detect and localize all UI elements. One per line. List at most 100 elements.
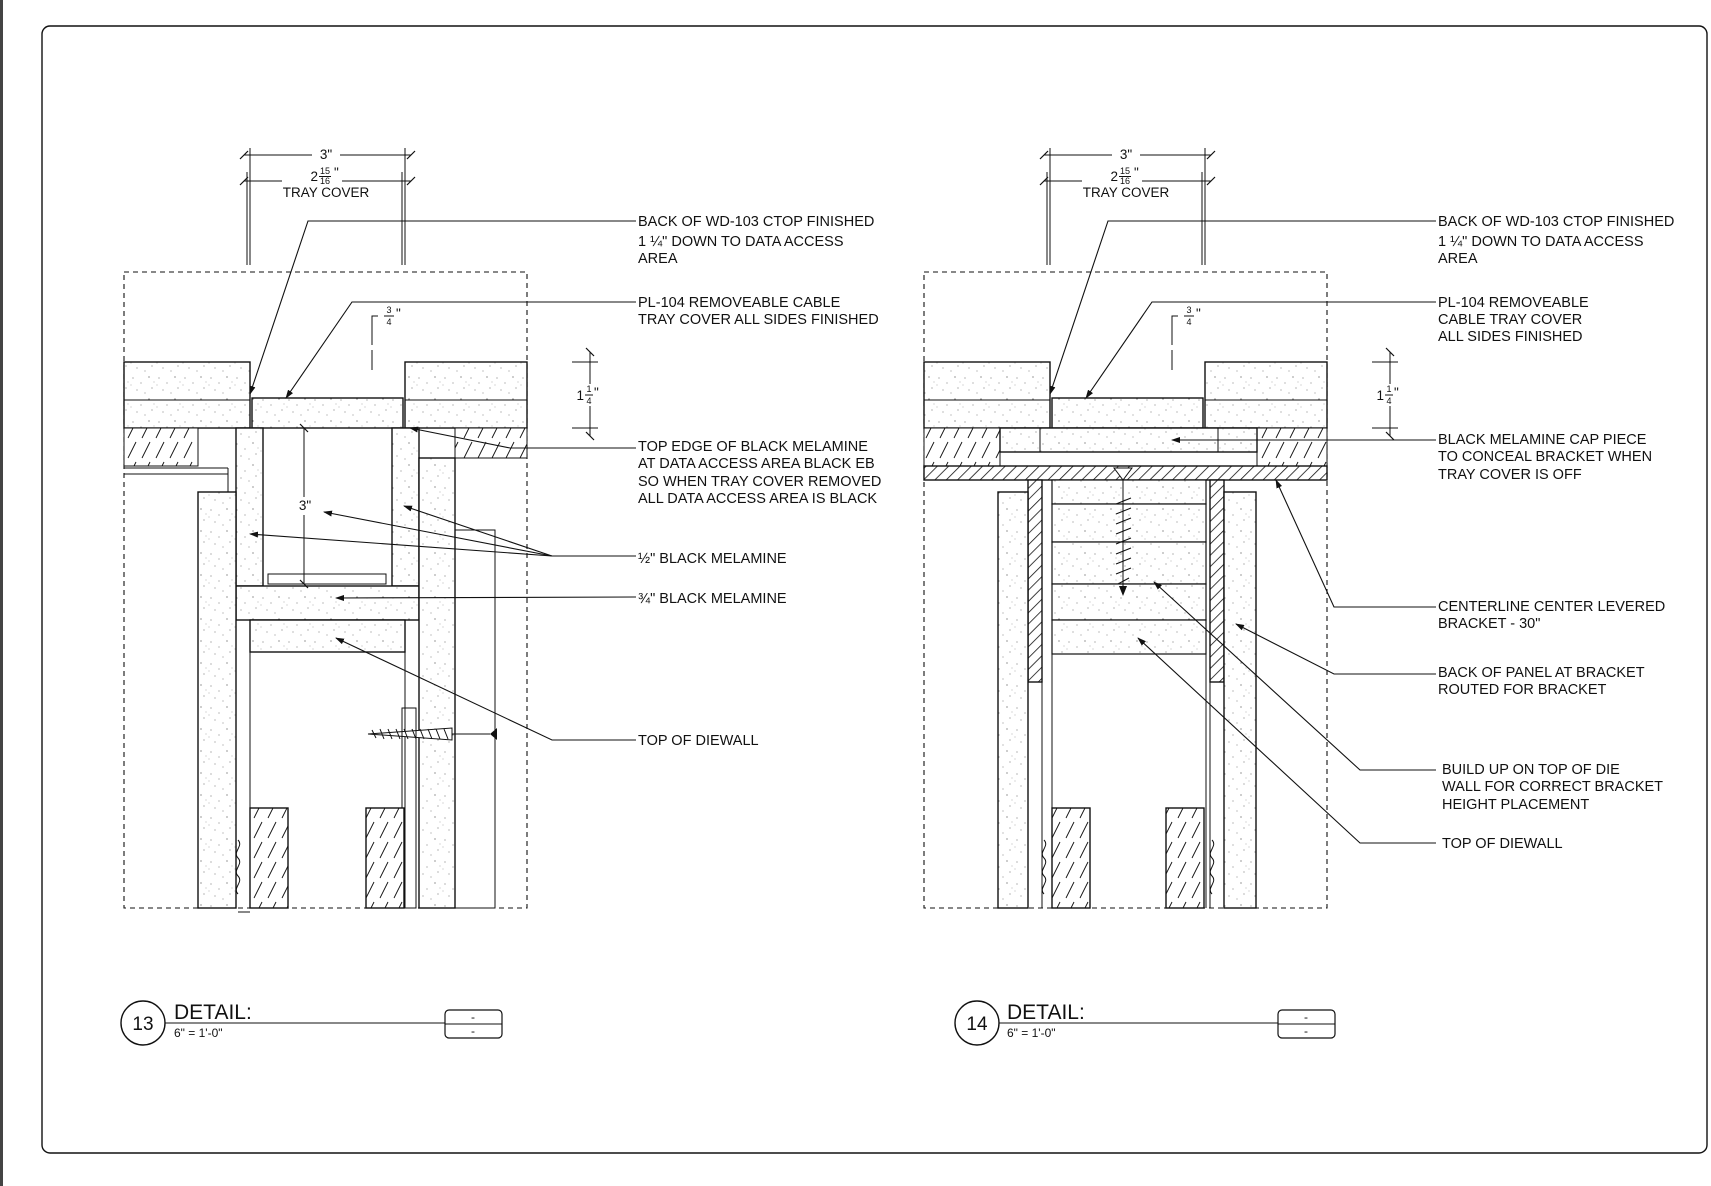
detail-14-bracket-leg-left [1027, 479, 1043, 683]
detail-14-diewall-cap [1051, 583, 1207, 621]
detail-13-note-4: ½" BLACK MELAMINE [638, 551, 787, 567]
detail-14-dim-cover-num: 15 [1120, 166, 1130, 176]
detail-13-dim-overall: 3" [320, 147, 333, 162]
detail-14-note-2-line-3: ALL SIDES FINISHED [1438, 329, 1583, 345]
svg-text:": " [334, 165, 339, 180]
detail-14-note-4-line-2: BRACKET - 30" [1438, 616, 1540, 632]
detail-13-cable-block [267, 573, 387, 585]
detail-14-title-block: 14 DETAIL: 6" = 1'-0" - - [954, 1000, 1336, 1046]
detail-13-post-left [249, 807, 289, 909]
detail-14-post-left [1051, 807, 1091, 909]
detail-14-dim-overall: 3" [1120, 147, 1133, 162]
svg-text:": " [1134, 165, 1139, 180]
detail-14-notes: BACK OF WD-103 CTOP FINISHED 1 ¼" DOWN T… [1438, 214, 1674, 852]
detail-14-note-3-line-2: TO CONCEAL BRACKET WHEN [1438, 449, 1652, 465]
detail-14-screw [1113, 467, 1133, 596]
detail-14-dim-height-num: 1 [1386, 384, 1391, 394]
detail-13-post-right [365, 807, 405, 909]
detail-14-ctop-left [923, 361, 1051, 429]
detail-13-notes: BACK OF WD-103 CTOP FINISHED 1 ¼" DOWN T… [638, 214, 881, 749]
detail-13-panel-left [197, 491, 237, 909]
detail-14-note-1-line-1: BACK OF WD-103 CTOP FINISHED [1438, 214, 1674, 230]
detail-13-note-2-line-1: PL-104 REMOVEABLE CABLE [638, 295, 841, 311]
svg-text:": " [1394, 385, 1399, 400]
detail-13-scale: 6" = 1'-0" [174, 1026, 223, 1040]
detail-13-note-1-line-3: AREA [638, 251, 678, 267]
detail-13-dim-offset-den: 4 [386, 317, 391, 327]
detail-14-tray-cover [1051, 397, 1204, 429]
detail-13-number: 13 [132, 1014, 153, 1035]
detail-14-scale: 6" = 1'-0" [1007, 1026, 1056, 1040]
detail-14-buildup-2 [1051, 503, 1207, 543]
detail-13-title-block: 13 DETAIL: 6" = 1'-0" - - [120, 1000, 503, 1046]
detail-14-dim-cover-den: 16 [1120, 176, 1130, 186]
detail-13-note-1-line-2: 1 ¼" DOWN TO DATA ACCESS [638, 234, 844, 250]
detail-13-dim-cover-den: 16 [320, 176, 330, 186]
detail-13-panel-right [418, 457, 456, 909]
detail-14-note-3-line-1: BLACK MELAMINE CAP PIECE [1438, 432, 1647, 448]
detail-14-dim-height-whole: 1 [1376, 388, 1384, 403]
detail-14-panel-left [997, 491, 1029, 909]
detail-13-note-5: ¾" BLACK MELAMINE [638, 591, 787, 607]
detail-13-ctop-left [123, 361, 251, 429]
detail-14-note-6-line-3: HEIGHT PLACEMENT [1442, 797, 1589, 813]
svg-text:": " [396, 306, 401, 321]
detail-13-diewall-cap [249, 619, 406, 653]
detail-13-sheet-ref-bottom: - [471, 1024, 475, 1038]
detail-14-dim-offset-num: 3 [1186, 305, 1191, 315]
detail-13-dim-height-num: 1 [586, 384, 591, 394]
detail-14-panel-right [1223, 491, 1257, 909]
detail-14-note-7: TOP OF DIEWALL [1442, 836, 1563, 852]
detail-14-note-2-line-1: PL-104 REMOVEABLE [1438, 295, 1589, 311]
detail-14-number: 14 [966, 1014, 988, 1035]
detail-13-melamine-bottom [235, 585, 420, 621]
detail-13-note-2-line-2: TRAY COVER ALL SIDES FINISHED [638, 312, 879, 328]
svg-text:": " [1196, 306, 1201, 321]
detail-14-sheet-ref-bottom: - [1304, 1024, 1308, 1038]
detail-14-note-6-line-2: WALL FOR CORRECT BRACKET [1442, 779, 1663, 795]
detail-13-dim-cover-label: TRAY COVER [283, 185, 370, 200]
detail-13-note-3-line-3: SO WHEN TRAY COVER REMOVED [638, 474, 881, 490]
detail-14-post-right [1165, 807, 1205, 909]
sheet-edge-bar [0, 0, 3, 1186]
detail-13-ctop-right [404, 361, 528, 429]
detail-13-dim-cover-whole: 2 [310, 169, 318, 184]
detail-13-note-1-line-1: BACK OF WD-103 CTOP FINISHED [638, 214, 874, 230]
detail-14-dim-cover-whole: 2 [1110, 169, 1118, 184]
detail-13-note-3-line-1: TOP EDGE OF BLACK MELAMINE [638, 439, 868, 455]
detail-14-dim-cover-label: TRAY COVER [1083, 185, 1170, 200]
detail-13-sheet-ref-top: - [471, 1010, 475, 1024]
detail-14-note-1-line-2: 1 ¼" DOWN TO DATA ACCESS [1438, 234, 1644, 250]
detail-13-dim-height-whole: 1 [576, 388, 584, 403]
detail-13-note-3-line-4: ALL DATA ACCESS AREA IS BLACK [638, 491, 877, 507]
detail-13-tray-cover [251, 397, 404, 429]
svg-text:": " [594, 385, 599, 400]
detail-14-note-2-line-2: CABLE TRAY COVER [1438, 312, 1582, 328]
detail-13-title: DETAIL: [174, 1001, 252, 1024]
detail-14-note-4-line-1: CENTERLINE CENTER LEVERED [1438, 599, 1665, 615]
detail-14-title: DETAIL: [1007, 1001, 1085, 1024]
detail-14-note-1-line-3: AREA [1438, 251, 1478, 267]
detail-14-window [923, 271, 1328, 909]
detail-14: 3" 2 15 16 " TRAY COVER [923, 145, 1674, 1046]
detail-13-dim-height-den: 4 [586, 396, 591, 406]
detail-14-ctop-right [1204, 361, 1328, 429]
detail-14-dim-offset-den: 4 [1186, 317, 1191, 327]
drawing-border [41, 25, 1708, 1154]
detail-13-note-3-line-2: AT DATA ACCESS AREA BLACK EB [638, 456, 875, 472]
detail-13: 3" 2 15 16 " TRAY COVER 3" [120, 145, 881, 1046]
detail-14-note-5-line-1: BACK OF PANEL AT BRACKET [1438, 665, 1645, 681]
detail-13-dim-offset-num: 3 [386, 305, 391, 315]
detail-14-dim-height-den: 4 [1386, 396, 1391, 406]
detail-14-note-3-line-3: TRAY COVER IS OFF [1438, 467, 1582, 483]
detail-14-note-5-line-2: ROUTED FOR BRACKET [1438, 682, 1607, 698]
detail-13-melamine-left [235, 427, 264, 587]
detail-14-note-6-line-1: BUILD UP ON TOP OF DIE [1442, 762, 1620, 778]
detail-13-dim-cover-num: 15 [320, 166, 330, 176]
detail-14-sheet-ref-top: - [1304, 1010, 1308, 1024]
detail-14-bracket-leg-right [1209, 479, 1225, 683]
detail-13-window [123, 271, 528, 909]
detail-13-dim-inner: 3" [299, 498, 312, 513]
detail-13-note-6: TOP OF DIEWALL [638, 733, 759, 749]
